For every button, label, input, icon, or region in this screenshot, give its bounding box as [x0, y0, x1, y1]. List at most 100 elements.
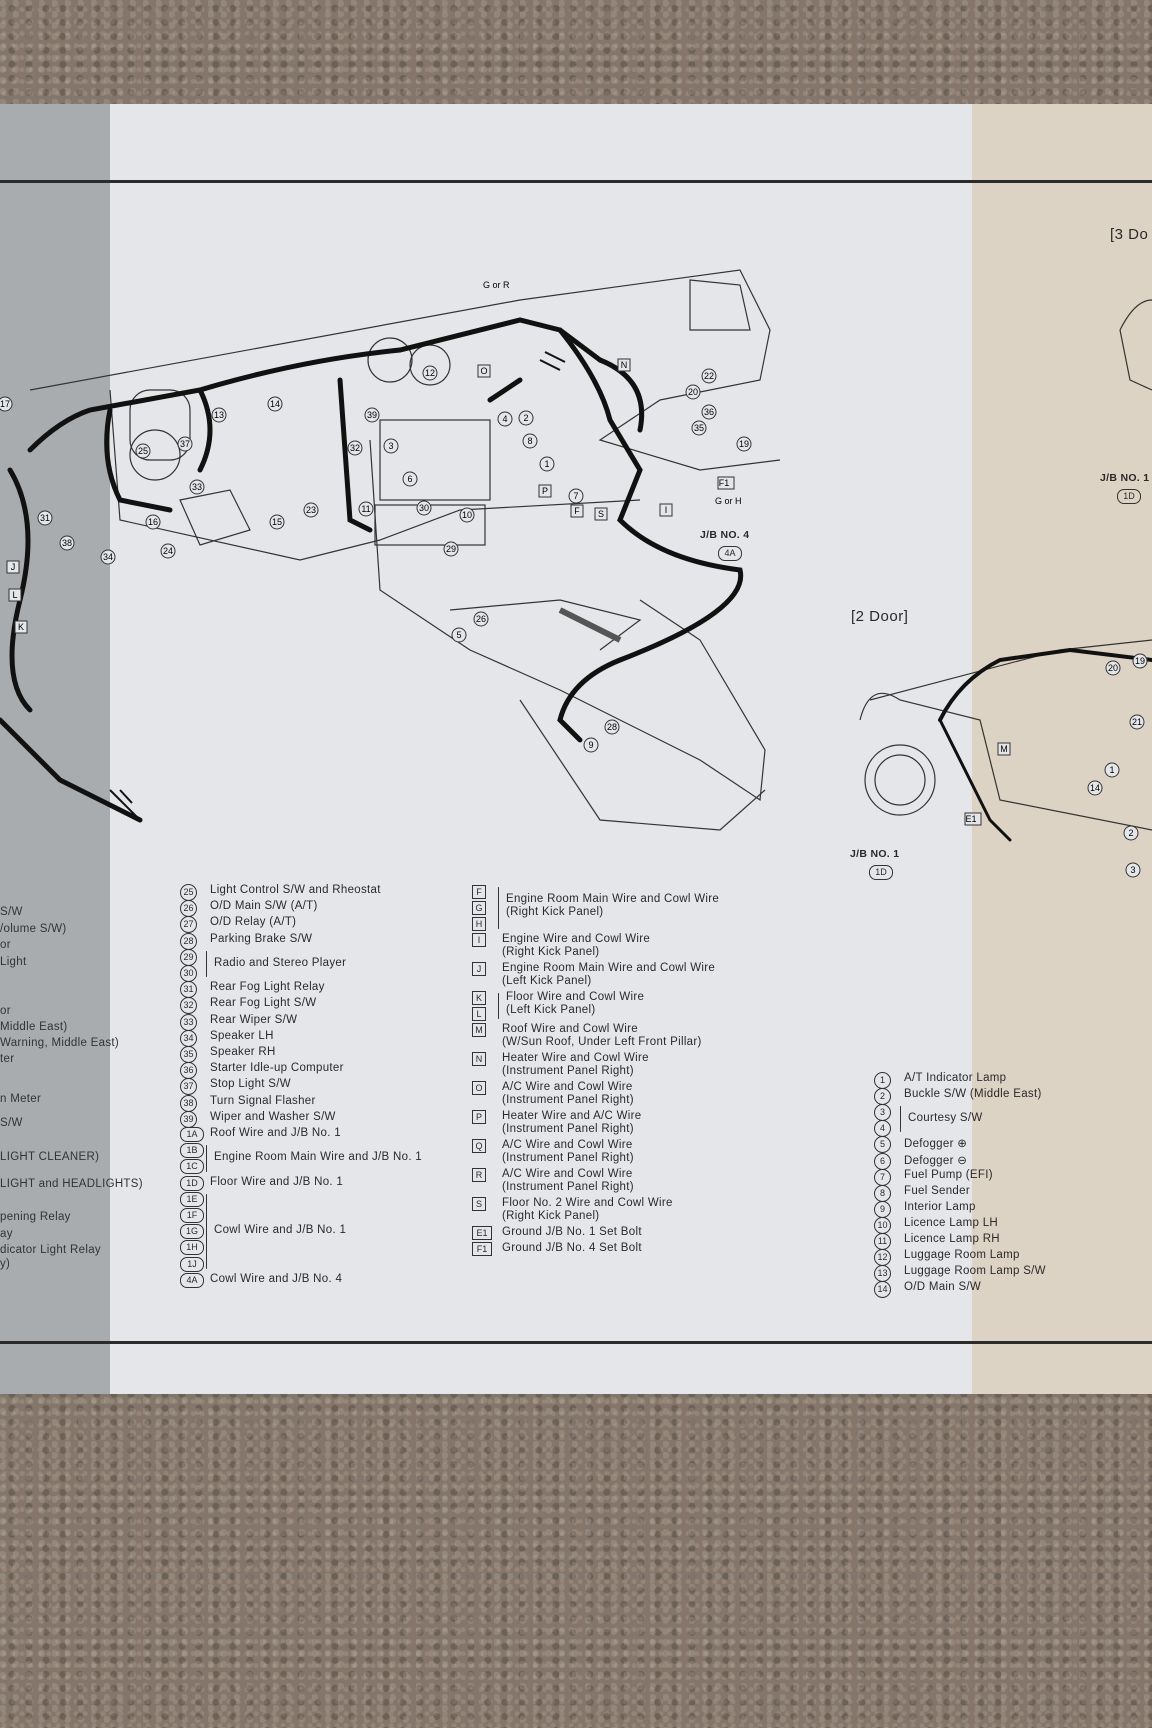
- legend-item-text: Floor No. 2 Wire and Cowl Wire: [502, 1197, 673, 1209]
- callout-marker: [383, 438, 399, 454]
- callout-marker: [6, 560, 20, 574]
- legend-item-subtext: (Instrument Panel Right): [502, 1152, 634, 1164]
- callout-marker: [518, 410, 534, 426]
- legend-item-text: Wiper and Washer S/W: [210, 1110, 336, 1123]
- callout-marker: [617, 358, 631, 372]
- legend-item-text: Licence Lamp RH: [904, 1233, 1000, 1245]
- callout-label: 28: [607, 722, 617, 732]
- callout-label: O: [480, 366, 487, 376]
- callout-label: F1: [719, 478, 730, 488]
- left-fragment-text: y): [0, 1258, 11, 1270]
- left-fragment-text: /olume S/W): [0, 923, 67, 935]
- callout-label: 11: [361, 504, 370, 514]
- legend-marker-1D: 1D: [180, 1175, 204, 1191]
- left-fragment-text: Warning, Middle East): [0, 1037, 119, 1049]
- callout-marker: [604, 719, 620, 735]
- legend-item-subtext: (Left Kick Panel): [502, 975, 592, 987]
- legend-item-subtext: (Instrument Panel Right): [502, 1123, 634, 1135]
- legend-marker-7: 7: [874, 1168, 891, 1186]
- legend-item-text: Parking Brake S/W: [210, 932, 313, 945]
- callout-marker: [522, 433, 538, 449]
- legend-brace: [498, 993, 499, 1019]
- callout-label: 29: [446, 544, 456, 554]
- callout-marker: [1087, 780, 1103, 796]
- callout-label: M: [1000, 744, 1008, 754]
- left-fragment-text: ay: [0, 1228, 13, 1240]
- callout-label: 1: [1109, 765, 1114, 775]
- legend-item-text: Speaker RH: [210, 1046, 276, 1058]
- legend-item-subtext: (Instrument Panel Right): [502, 1181, 634, 1193]
- callout-marker: [538, 484, 552, 498]
- callout-marker: [211, 407, 227, 423]
- legend-marker-4A: 4A: [180, 1272, 204, 1288]
- callout-label: I: [665, 505, 668, 515]
- callout-marker: [1125, 862, 1141, 878]
- callout-marker: [497, 411, 513, 427]
- legend-item-subtext: (Left Kick Panel): [506, 1004, 596, 1016]
- callout-marker: [1123, 825, 1139, 841]
- legend-item-text: Luggage Room Lamp: [904, 1249, 1020, 1262]
- legend-item-text: Engine Wire and Cowl Wire: [502, 933, 651, 945]
- callout-marker: [685, 384, 701, 400]
- cut-wire-ends: [109, 351, 566, 821]
- left-fragment-text: Middle East): [0, 1021, 68, 1033]
- legend-marker-S: S: [472, 1197, 486, 1211]
- callout-label: 20: [688, 387, 698, 397]
- legend-marker-9: 9: [874, 1200, 891, 1218]
- legend-marker-1J: 1J: [180, 1256, 204, 1272]
- legend-marker-F: F: [472, 885, 486, 899]
- legend-item-text: Defogger ⊖: [904, 1154, 968, 1167]
- callout-label: 2: [523, 413, 528, 423]
- callout-marker: [964, 812, 982, 826]
- legend-marker-35: 35: [180, 1046, 197, 1063]
- legend-marker-2: 2: [874, 1088, 891, 1106]
- legend-item-subtext: (Instrument Panel Right): [502, 1065, 634, 1077]
- left-fragment-text: S/W: [0, 1117, 23, 1129]
- legend-item-text: Radio and Stereo Player: [214, 956, 347, 969]
- legend-item-text: Roof Wire and Cowl Wire: [502, 1023, 638, 1035]
- legend-item-text: O/D Main S/W: [904, 1281, 982, 1294]
- legend-marker-E1: E1: [472, 1226, 492, 1240]
- legend-item-text: Luggage Room Lamp S/W: [904, 1265, 1046, 1278]
- callout-label: 38: [62, 538, 72, 548]
- legend-marker-O: O: [472, 1081, 486, 1095]
- legend-marker-39: 39: [180, 1110, 197, 1128]
- legend-marker-1G: 1G: [180, 1224, 204, 1240]
- callout-marker: [177, 436, 193, 452]
- left-fragment-text: Light: [0, 956, 27, 968]
- legend-item-text: Floor Wire and Cowl Wire: [506, 991, 645, 1003]
- legend-marker-I: I: [472, 933, 486, 947]
- callout-label: 26: [476, 614, 486, 624]
- callout-label: 23: [306, 505, 316, 515]
- callout-label: N: [621, 360, 628, 370]
- callout-marker: [570, 504, 584, 518]
- callout-marker: [189, 479, 205, 495]
- wire-harness: [0, 317, 1152, 842]
- callout-marker: [594, 507, 608, 521]
- legend-marker-M: M: [472, 1023, 486, 1037]
- callout-label: 6: [407, 474, 412, 484]
- legend-marker-1E: 1E: [180, 1191, 204, 1207]
- callout-marker: [364, 407, 380, 423]
- legend-item-text: Ground J/B No. 1 Set Bolt: [502, 1226, 642, 1238]
- callout-marker: [269, 514, 285, 530]
- callout-label: 24: [163, 546, 173, 556]
- legend-marker-28: 28: [180, 932, 197, 950]
- callout-label: 35: [694, 423, 704, 433]
- legend-marker-H: H: [472, 917, 486, 931]
- callout-marker: [997, 742, 1011, 756]
- legend-item-subtext: (Instrument Panel Right): [502, 1094, 634, 1106]
- callout-marker: [473, 611, 489, 627]
- callout-marker: [568, 488, 584, 504]
- callout-marker: [59, 535, 75, 551]
- callout-marker: [459, 507, 475, 523]
- callout-marker: [37, 510, 53, 526]
- legend-marker-L: L: [472, 1007, 486, 1021]
- callout-label: 14: [270, 399, 280, 409]
- legend-marker-1: 1: [874, 1072, 891, 1089]
- callout-marker: [659, 503, 673, 517]
- left-fragment-text: dicator Light Relay: [0, 1244, 101, 1256]
- callout-marker: [539, 456, 555, 472]
- callout-marker: [1105, 660, 1121, 676]
